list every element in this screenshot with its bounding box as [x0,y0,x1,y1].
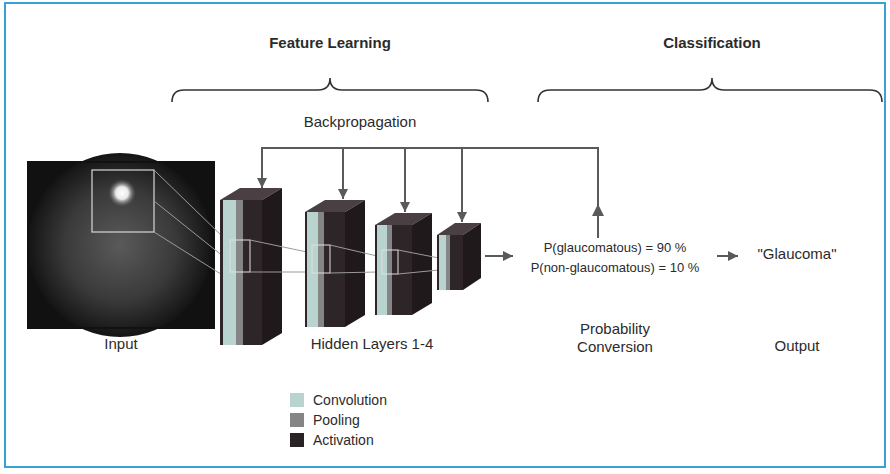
cube-side [412,213,432,315]
legend-row: Activation [290,430,387,450]
legend-swatch [290,393,304,407]
projection-line [398,250,439,258]
input-image: Input [28,162,214,354]
connector-arrow [485,255,513,257]
legend-text: Convolution [313,392,387,408]
brace [538,78,882,102]
receptive-field [230,240,250,272]
legend: ConvolutionPoolingActivation [290,390,387,450]
convolution-layer [439,235,446,290]
frame [5,3,885,467]
cube-side [262,188,282,345]
pooling-layer [318,212,324,327]
node-label: Probability Conversion [560,320,670,356]
node-label: Output [774,336,819,356]
projection-line [154,232,224,276]
output-box: "Glaucoma" Output [738,238,856,356]
cube-side [345,200,365,327]
node-label: Hidden Layers 1-4 [311,334,434,354]
optic-disc [108,179,136,207]
pooling-layer [446,235,450,290]
layer-cube [375,213,432,315]
projection-line [330,272,377,273]
legend-row: Pooling [290,410,387,430]
projection-line [250,240,307,252]
connector-arrow [262,148,598,238]
backprop-drop [461,148,463,222]
layer-cube [437,223,481,290]
layer-cube [220,188,282,345]
activation-layer [375,225,412,315]
receptive-field [382,250,398,274]
activation-layer [437,235,463,290]
receptive-field [92,170,154,232]
connector-arrow [717,255,738,257]
probability-value: P(glaucomatous) = 90 % [544,238,687,258]
brace [172,78,488,102]
projection-line [330,245,377,256]
probability-value: P(non-glaucomatous) = 10 % [531,258,700,278]
legend-row: Convolution [290,390,387,410]
fundus-image [28,162,214,328]
legend-text: Pooling [313,412,360,428]
legend-swatch [290,433,304,447]
legend-text: Activation [313,432,374,448]
backprop-drop [404,148,406,212]
layer-cube [305,200,365,327]
activation-layer [305,212,345,327]
projection-line [154,170,224,238]
section-heading: Feature Learning [230,34,430,51]
edge-label: Backpropagation [280,113,440,131]
probability-box: P(glaucomatous) = 90 %P(non-glaucomatous… [513,238,717,356]
pooling-layer [387,225,392,315]
cube-side [463,223,481,290]
class-output: "Glaucoma" [757,244,836,264]
fundus-image [28,153,212,337]
legend-swatch [290,413,304,427]
section-heading: Classification [612,34,812,51]
hidden-layers: Hidden Layers 1-4 [215,188,485,354]
receptive-field [312,245,330,273]
projection-line [250,272,307,273]
backprop-drop [342,148,344,199]
projection-line [154,201,224,257]
projection-line [398,270,439,274]
node-label: Input [104,334,137,354]
